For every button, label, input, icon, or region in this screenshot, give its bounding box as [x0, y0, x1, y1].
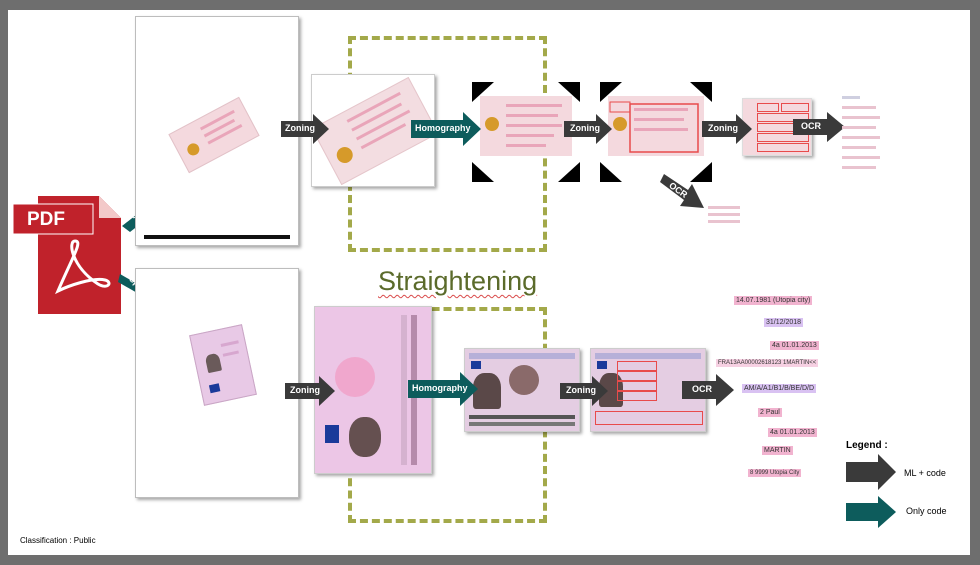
top-ocr-output-small: [708, 206, 744, 226]
id-flag: [208, 383, 221, 394]
label-homography-1: Homography: [415, 123, 471, 133]
id-photo: [204, 352, 223, 374]
top-homography-result: [472, 82, 580, 182]
arrow-ocr-2: OCR: [660, 168, 710, 212]
arrow-zoning-5: Zoning: [560, 376, 608, 406]
legend-title: Legend :: [846, 440, 888, 451]
license-card-tilted: [168, 96, 260, 174]
arrow-zoning-3: Zoning: [702, 114, 752, 144]
arrow-homography-1: Homography: [411, 112, 481, 146]
label-ocr-1: OCR: [801, 121, 821, 131]
ocr-result-2: 31/12/2018: [764, 318, 804, 327]
label-zoning-2: Zoning: [570, 123, 600, 133]
top-ocr-output-right: [838, 96, 888, 178]
legend-only-code-label: Only code: [906, 506, 947, 516]
pdf-file-icon: PDF: [12, 196, 128, 314]
ocr-result-9: 8 9999 Utopia City: [748, 469, 802, 477]
arrow-ocr-1: OCR: [793, 112, 845, 142]
ocr-result-5: AM/A/A1/B1/B/BE/D/D: [742, 384, 817, 393]
page-bottom: [135, 268, 299, 498]
ocr-result-1: 14.07.1981 (Utopia city): [734, 296, 813, 305]
legend-ml-code-label: ML + code: [904, 468, 946, 478]
ocr-result-7: 4a 01.01.2013: [768, 428, 817, 437]
ocr-result-6: 2 Paul: [758, 408, 782, 417]
ocr-result-3: 4a 01.01.2013: [770, 341, 819, 350]
arrow-zoning-2: Zoning: [564, 114, 612, 144]
legend-ml-code-arrow: [846, 454, 896, 490]
classification-label: Classification : Public: [20, 536, 96, 545]
arrow-zoning-4: Zoning: [285, 376, 335, 406]
straightening-title: Straightening: [378, 266, 538, 296]
label-zoning-3: Zoning: [708, 123, 738, 133]
ocr-result-8: MARTIN: [762, 446, 793, 455]
page-bottom-bar: [144, 235, 290, 239]
id-card-tilted: [189, 324, 257, 406]
label-zoning-4: Zoning: [290, 385, 320, 395]
label-zoning-5: Zoning: [566, 385, 596, 395]
top-zoned-document: [600, 82, 712, 182]
pdf-label: PDF: [27, 209, 65, 230]
slide-canvas: PDF Split Split Straighte: [8, 10, 970, 555]
arrow-ocr-3: OCR: [682, 374, 734, 406]
label-homography-2: Homography: [412, 383, 468, 393]
page-top: [135, 16, 299, 246]
license-seal: [185, 141, 202, 158]
arrow-homography-2: Homography: [408, 372, 478, 406]
arrow-zoning-1: Zoning: [281, 114, 329, 144]
label-ocr-3: OCR: [692, 384, 712, 394]
label-zoning-1: Zoning: [285, 123, 315, 133]
legend-only-code-arrow: [846, 496, 896, 528]
ocr-result-4: FRA13AA00002618123 1MARTIN<<: [716, 359, 819, 367]
